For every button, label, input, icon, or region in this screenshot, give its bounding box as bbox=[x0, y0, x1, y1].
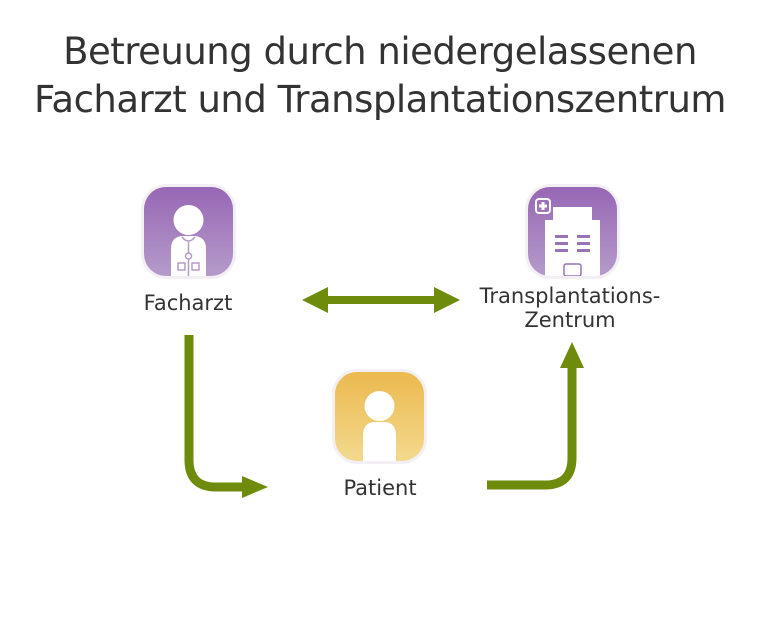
hospital-icon bbox=[528, 187, 617, 276]
facharzt-label: Facharzt bbox=[143, 291, 233, 315]
zentrum-label-line-1: Transplantations- bbox=[479, 284, 661, 308]
arrow-facharzt-to-patient bbox=[184, 335, 268, 498]
title-line-2: Facharzt und Transplantationszentrum bbox=[34, 78, 726, 121]
diagram-title: Betreuung durch niedergelassenen Facharz… bbox=[0, 28, 760, 124]
bidirectional-arrow bbox=[302, 287, 460, 313]
doctor-icon bbox=[144, 187, 233, 276]
person-icon bbox=[335, 372, 424, 461]
arrow-patient-to-zentrum bbox=[487, 342, 584, 490]
title-line-1: Betreuung durch niedergelassenen bbox=[63, 30, 697, 73]
patient-label: Patient bbox=[343, 476, 417, 500]
zentrum-label: Transplantations- Zentrum bbox=[460, 284, 680, 332]
zentrum-label-line-2: Zentrum bbox=[524, 308, 616, 332]
